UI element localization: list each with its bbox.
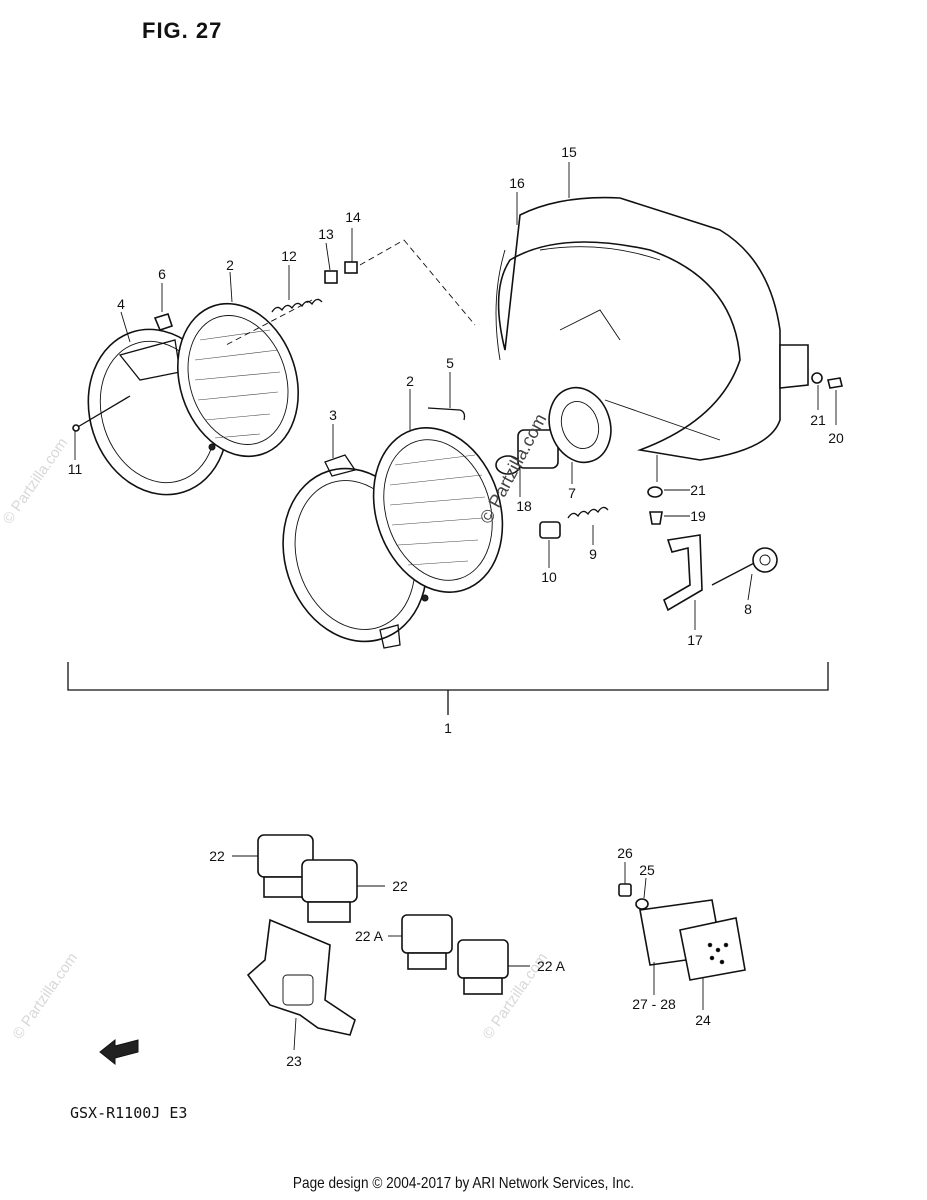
spring-12: [271, 298, 323, 313]
relay-22a: [457, 939, 530, 995]
nut-13: [324, 270, 338, 284]
spring-9: [567, 506, 609, 519]
callout-8: 8: [744, 601, 752, 617]
callout-23: 23: [286, 1053, 302, 1069]
screw-19: [649, 511, 663, 525]
washer-21: [811, 372, 823, 384]
callout-4: 4: [117, 296, 125, 312]
watermark: © Partzilla.com: [9, 950, 81, 1043]
callout-15: 15: [561, 144, 577, 160]
leader-lines: [74, 162, 837, 630]
callout-18: 18: [516, 498, 532, 514]
callout-10: 10: [541, 569, 557, 585]
socket-7: [548, 386, 612, 464]
callout-1: 1: [444, 720, 452, 736]
callout-11: 11: [68, 461, 83, 477]
bracket-17: [662, 534, 703, 612]
screw-11: [75, 395, 131, 429]
callout-22a: 22 A: [355, 928, 384, 944]
relay-22: [232, 834, 314, 898]
callout-22: 22: [209, 848, 225, 864]
callout-19: 19: [690, 508, 706, 524]
footer-copyright: Page design © 2004-2017 by ARI Network S…: [292, 1175, 635, 1192]
callout-16: 16: [509, 175, 525, 191]
callout-labels: 1 2 2 3 4 5 6 7 8 9 10 11 12 13 14 15 16…: [68, 144, 844, 1069]
callout-7: 7: [568, 485, 576, 501]
adjuster-8: [711, 559, 761, 586]
screw-20: [827, 377, 843, 389]
callout-3: 3: [329, 407, 337, 423]
clip-5: [427, 407, 466, 421]
boot-10: [539, 521, 561, 539]
callout-22: 22: [392, 878, 408, 894]
callout-21: 21: [810, 412, 826, 428]
washer-21: [647, 486, 663, 498]
relay-bracket-23: [246, 918, 356, 1051]
callout-21: 21: [690, 482, 706, 498]
callout-14: 14: [345, 209, 361, 225]
callout-5: 5: [446, 355, 454, 371]
relay-22a: [388, 914, 453, 970]
figure-title: FIG. 27: [142, 18, 222, 43]
callout-24: 24: [695, 1012, 711, 1028]
headlight-housing: [495, 196, 809, 461]
assembly-bracket: [67, 662, 829, 715]
fwd-arrow-icon: [99, 1038, 139, 1066]
callout-6: 6: [158, 266, 166, 282]
callout-13: 13: [318, 226, 334, 242]
callout-22a: 22 A: [537, 958, 566, 974]
callout-20: 20: [828, 430, 844, 446]
callout-12: 12: [281, 248, 297, 264]
callout-26: 26: [617, 845, 633, 861]
reflector-assembly: [639, 899, 746, 1010]
nut-26: [618, 862, 632, 897]
model-code: GSX-R1100J E3: [70, 1104, 187, 1122]
left-headlight-lens: [177, 302, 299, 458]
washer-25: [635, 877, 649, 910]
center-headlight-lens: [372, 427, 504, 593]
callout-2: 2: [406, 373, 414, 389]
relay-22: [301, 859, 385, 923]
callout-2: 2: [226, 257, 234, 273]
callout-27-28: 27 - 28: [632, 996, 676, 1012]
callout-17: 17: [687, 632, 703, 648]
callout-25: 25: [639, 862, 655, 878]
callout-9: 9: [589, 546, 597, 562]
bolt-6: [153, 313, 174, 331]
watermark: © Partzilla.com: [0, 435, 71, 528]
cap-14: [344, 261, 358, 274]
bulb-18: [495, 429, 559, 475]
